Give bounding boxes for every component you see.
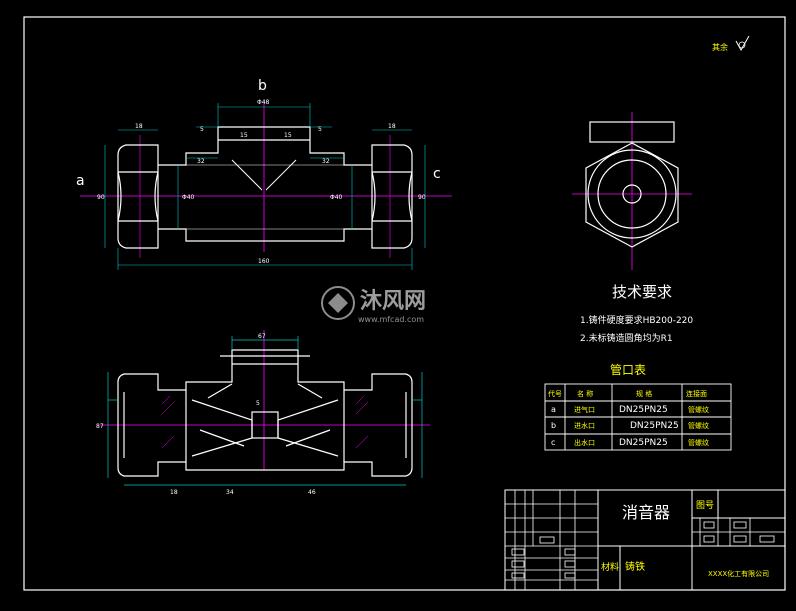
- port-row-3-name: 出水口: [574, 438, 595, 447]
- dim-sec-top: 67: [258, 333, 266, 340]
- part-name: 消音器: [622, 503, 670, 522]
- dim-sec-dia: 87: [96, 423, 104, 430]
- dim-top-width: Φ48: [257, 99, 270, 106]
- material-value: 铸铁: [625, 560, 645, 573]
- dim-bore-left: Φ40: [182, 194, 195, 201]
- dim-sec-left: 18: [170, 489, 178, 496]
- dim-step-b: 15: [240, 132, 248, 139]
- drawing-frame: [23, 16, 786, 591]
- port-row-3-code: c: [551, 438, 555, 447]
- view-label-c: c: [433, 166, 441, 182]
- dim-sec-five: 5: [256, 400, 260, 407]
- dim-step-c: 15: [284, 132, 292, 139]
- title-block: 消音器 图号 材料 铸铁 XXXX化工有限公司: [504, 489, 786, 591]
- dim-sec-mid: 34: [226, 489, 234, 496]
- port-table-title: 管口表: [610, 362, 646, 377]
- surface-note: 其余: [712, 35, 750, 52]
- port-row-2-code: b: [551, 421, 556, 430]
- dim-inner-a: 32: [197, 158, 205, 165]
- view-label-a: a: [76, 173, 85, 189]
- dim-left-len: 18: [135, 123, 143, 130]
- side-view: [572, 112, 692, 270]
- dim-step-d: 5: [318, 126, 322, 133]
- surface-note-text: 其余: [712, 42, 728, 52]
- drawing-no-label: 图号: [696, 500, 714, 511]
- watermark-brand: 沐风网: [360, 289, 426, 314]
- right-hex-nut: [371, 144, 413, 249]
- port-row-1-name: 进气口: [574, 405, 595, 414]
- dim-sec-right: 46: [308, 489, 316, 496]
- dim-total-len: 160: [258, 258, 270, 265]
- dim-right-len: 18: [388, 123, 396, 130]
- watermark: 沐风网 www.mfcad.com: [321, 286, 426, 324]
- left-hex-nut: [117, 144, 159, 249]
- port-row-3-spec: DN25PN25: [619, 438, 668, 448]
- central-body: [158, 126, 372, 242]
- tech-req-title: 技术要求: [612, 283, 672, 301]
- port-header-name: 名 称: [577, 389, 593, 398]
- technical-requirements: 技术要求 1.铸件硬度要求HB200-220 2.未标铸造圆角均为R1: [580, 283, 693, 344]
- dim-left-dia: 90: [97, 194, 105, 201]
- view-label-b: b: [258, 78, 267, 94]
- dim-inner-b: 32: [322, 158, 330, 165]
- port-header-code: 代号: [548, 389, 562, 398]
- port-table: 管口表 代号 名 称 规 格 连接面 a 进气口 DN25PN25 管螺纹 b …: [544, 362, 732, 451]
- port-row-1-conn: 管螺纹: [688, 405, 709, 414]
- tech-req-item-2: 2.未标铸造圆角均为R1: [580, 332, 673, 344]
- front-view: a b c Φ48 18 18 5 15 15 5 32 32 90 Φ40 Φ…: [76, 78, 452, 270]
- roughness-symbol-icon: [735, 35, 750, 52]
- port-header-conn: 连接面: [686, 389, 707, 398]
- tech-req-item-1: 1.铸件硬度要求HB200-220: [580, 314, 693, 326]
- port-header-spec: 规 格: [636, 389, 652, 398]
- section-view: 67 18 34 46 5 87: [96, 330, 430, 496]
- material-label: 材料: [601, 561, 619, 573]
- port-row-1-code: a: [551, 405, 556, 414]
- port-row-2-name: 进水口: [574, 421, 595, 430]
- watermark-url: www.mfcad.com: [358, 315, 424, 324]
- port-row-2-spec: DN25PN25: [630, 421, 679, 431]
- dim-step-a: 5: [200, 126, 204, 133]
- company-name: XXXX化工有限公司: [708, 569, 769, 578]
- front-dimension-lines: [104, 103, 426, 270]
- port-row-3-conn: 管螺纹: [688, 438, 709, 447]
- dim-bore-right: Φ40: [330, 194, 343, 201]
- port-row-1-spec: DN25PN25: [619, 405, 668, 415]
- hex-outline: [585, 142, 679, 248]
- port-row-2-conn: 管螺纹: [688, 421, 709, 430]
- dim-right-dia: 90: [418, 194, 426, 201]
